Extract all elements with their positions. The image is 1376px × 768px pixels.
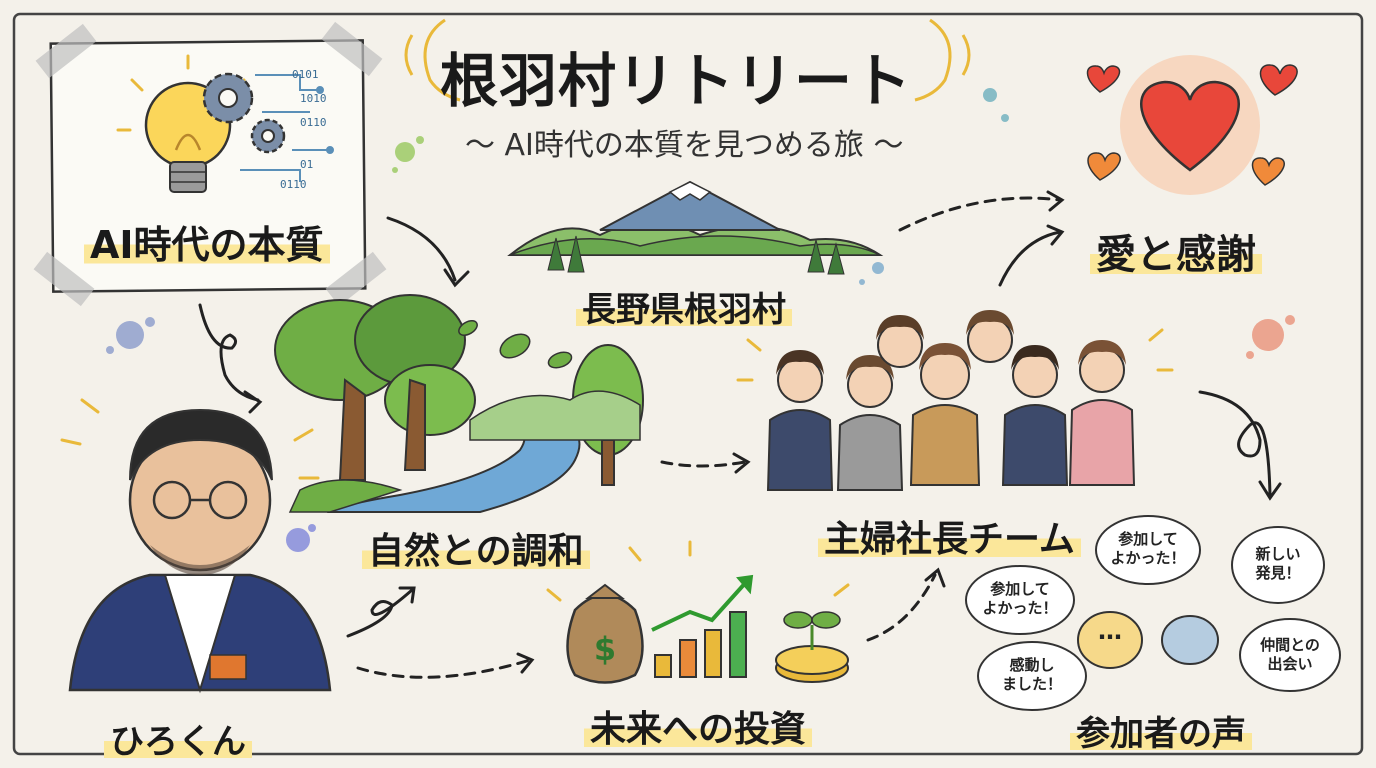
page-title: 根羽村リトリート xyxy=(440,47,913,115)
voice-bubble-text: 仲間との 出会い xyxy=(1260,636,1320,673)
person xyxy=(1001,345,1069,486)
label-investment: 未来への投資 xyxy=(584,700,813,752)
binary-text: 1010 xyxy=(300,92,327,105)
sprout-coin-icon xyxy=(775,611,849,683)
tape-top-right xyxy=(321,21,383,77)
hill-bg xyxy=(469,390,641,441)
label-ai-essence: AI時代の本質 xyxy=(84,214,330,269)
tape-bottom-left xyxy=(33,251,95,307)
page-subtitle: 〜 AI時代の本質を見つめる旅 〜 xyxy=(465,128,904,163)
gear-icon-large xyxy=(202,72,254,124)
grass xyxy=(288,479,403,513)
voice-bubble-text: 参加して よかった！ xyxy=(982,580,1058,617)
flow-arrows xyxy=(198,190,1282,679)
heart-icon xyxy=(1086,55,1298,195)
label-location: 長野県根羽村 xyxy=(576,282,792,331)
label-team: 主婦社長チーム xyxy=(818,510,1081,562)
page-frame xyxy=(12,12,1364,756)
person xyxy=(876,315,924,368)
ink-splashes xyxy=(106,88,1295,552)
binary-text: 0110 xyxy=(300,116,327,129)
person xyxy=(1068,340,1136,486)
title-flourish-right xyxy=(914,18,971,102)
team-illustration xyxy=(736,310,1174,491)
growth-chart-icon xyxy=(651,574,754,678)
title-flourish-left xyxy=(404,18,461,102)
person xyxy=(966,310,1014,363)
person xyxy=(836,355,904,491)
binary-text: 01 xyxy=(300,158,313,171)
tape-top-left xyxy=(35,23,97,79)
pocket-square xyxy=(209,654,247,680)
mountain-icon xyxy=(507,180,884,275)
money-bag-icon: $ xyxy=(566,583,644,684)
label-love: 愛と感謝 xyxy=(1090,222,1262,280)
hiro-portrait xyxy=(60,398,332,694)
label-nature: 自然との調和 xyxy=(362,522,590,574)
leaf-icons xyxy=(458,320,573,369)
binary-text: 0101 xyxy=(292,68,319,81)
money-symbol: $ xyxy=(594,630,616,668)
gear-icon-small xyxy=(250,118,286,154)
voice-bubble-text: 感動し ました！ xyxy=(1001,656,1062,693)
voice-bubble-text: 新しい 発見！ xyxy=(1255,545,1301,582)
label-voices: 参加者の声 xyxy=(1070,706,1252,755)
tree-icon xyxy=(274,294,476,481)
voice-bubble-text: … xyxy=(1098,617,1122,645)
speech-bubble-icon xyxy=(965,515,1341,711)
tape-bottom-right xyxy=(325,251,387,307)
label-hiro: ひろくん xyxy=(104,714,252,763)
circuit-lines xyxy=(240,74,334,182)
binary-text: 0110 xyxy=(280,178,307,191)
person xyxy=(766,350,834,491)
voice-bubble-text: 参加して よかった！ xyxy=(1110,530,1186,567)
person xyxy=(909,343,981,486)
